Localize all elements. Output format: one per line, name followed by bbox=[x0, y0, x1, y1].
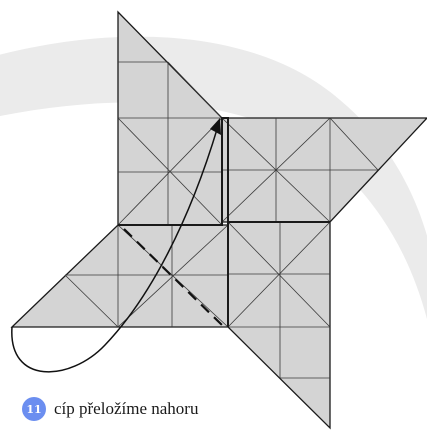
fold-arrow-curve bbox=[11, 125, 219, 373]
center-square-outline bbox=[118, 117, 330, 226]
step-caption: 11 cíp přeložíme nahoru bbox=[22, 396, 198, 422]
flap-bottom bbox=[227, 221, 331, 430]
background-swoosh bbox=[0, 36, 427, 320]
step-number-badge: 11 bbox=[22, 397, 46, 421]
flap-right bbox=[221, 117, 427, 223]
step-instruction: cíp přeložíme nahoru bbox=[54, 399, 199, 418]
fold-line-dashed bbox=[123, 228, 225, 328]
fold-arrow-head-icon bbox=[210, 118, 221, 135]
flap-left bbox=[10, 224, 229, 328]
